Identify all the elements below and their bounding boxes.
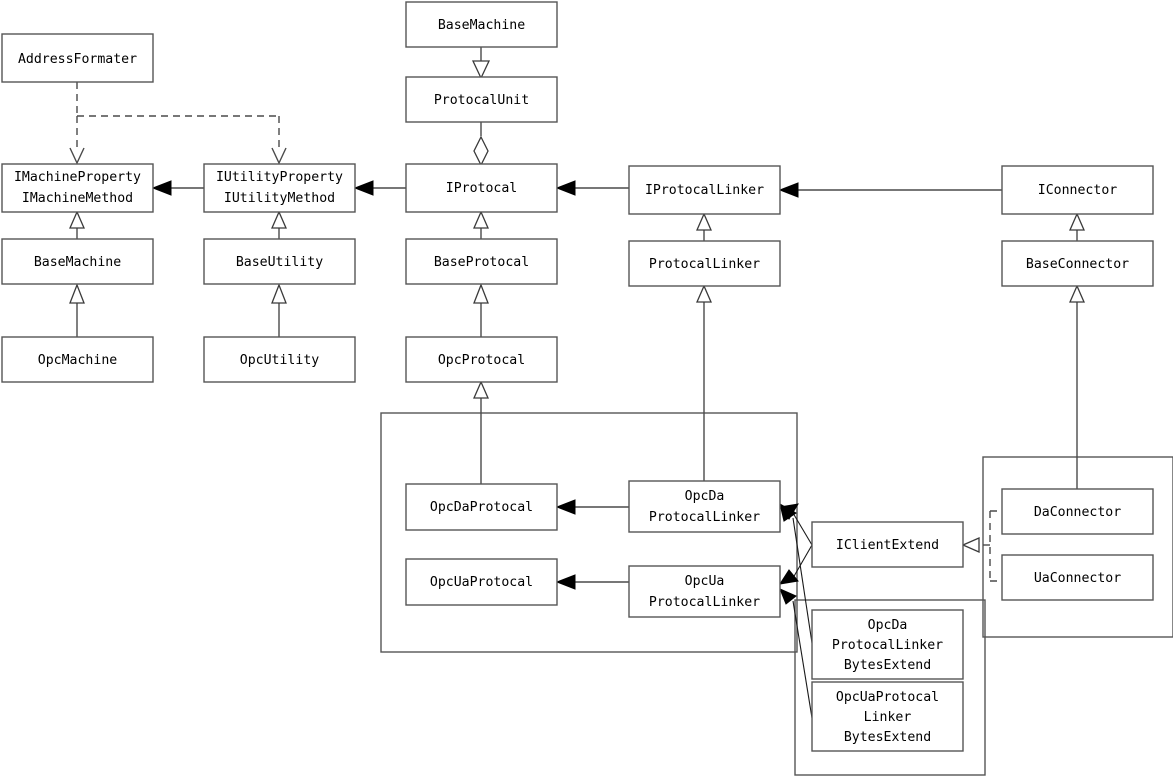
solid-arrow-opcuaprotocal-icon xyxy=(555,574,576,590)
edge-iclientextend-opcualinker xyxy=(792,544,813,579)
class-box-address-formater[interactable] xyxy=(1,33,154,83)
container-connector-group xyxy=(982,456,1173,638)
class-box-protocal-unit[interactable] xyxy=(405,76,558,123)
label-opc-protocal: OpcProtocal xyxy=(438,353,525,368)
class-box-opc-utility[interactable] xyxy=(203,336,356,383)
label-iutility-property-line2: IUtilityMethod xyxy=(224,191,335,206)
hollow-triangle-down-icon xyxy=(471,60,491,80)
label-opc-da-protocal-linker-line2: ProtocalLinker xyxy=(649,510,760,525)
container-extend-group xyxy=(794,599,986,776)
class-box-iconnector[interactable] xyxy=(1001,165,1154,215)
label-opc-da-bytes-extend-line2: ProtocalLinker xyxy=(832,638,943,653)
solid-arrow-opcdaprotocal-icon xyxy=(555,499,576,515)
label-ua-connector: UaConnector xyxy=(1034,571,1121,586)
class-box-iprotocal[interactable] xyxy=(405,163,558,213)
hollow-triangle-up-iprotocal-icon xyxy=(473,210,489,229)
class-box-opc-ua-protocal-linker[interactable] xyxy=(628,565,781,618)
edge-addressformater-dependency xyxy=(76,82,280,148)
label-base-protocal: BaseProtocal xyxy=(434,255,529,270)
class-box-opc-da-protocal[interactable] xyxy=(405,483,558,531)
label-base-utility: BaseUtility xyxy=(236,255,323,270)
hollow-triangle-up-baseprotocal-icon xyxy=(473,283,489,304)
label-address-formater: AddressFormater xyxy=(18,52,137,67)
class-box-opc-da-bytes-extend[interactable] xyxy=(811,609,964,680)
label-protocal-linker: ProtocalLinker xyxy=(649,257,760,272)
label-opc-ua-bytes-extend-line2: Linker xyxy=(864,710,912,725)
solid-arrow-opcdalinker-from-bytes-icon xyxy=(779,503,797,522)
label-opc-ua-bytes-extend-line3: BytesExtend xyxy=(844,730,931,745)
edge-opcdabytes-opcdalinker xyxy=(792,517,813,644)
class-box-base-machine[interactable] xyxy=(1,238,154,285)
open-arrow-imachine-icon xyxy=(69,147,85,165)
label-iclient-extend: IClientExtend xyxy=(836,538,939,553)
label-base-connector: BaseConnector xyxy=(1026,257,1129,272)
solid-arrow-iprotocal-icon xyxy=(555,180,576,196)
hollow-triangle-up-baseutility-icon xyxy=(271,283,287,304)
class-box-iutility-property[interactable] xyxy=(203,163,356,213)
class-box-base-utility[interactable] xyxy=(203,238,356,285)
hollow-triangle-up-baseconnector-icon xyxy=(1069,284,1085,303)
class-box-da-connector[interactable] xyxy=(1001,488,1154,535)
label-base-machine-top: BaseMachine xyxy=(438,18,525,33)
class-box-protocal-linker[interactable] xyxy=(628,240,781,287)
label-opc-ua-protocal-linker-line1: OpcUa xyxy=(685,574,725,589)
label-opc-da-bytes-extend-line1: OpcDa xyxy=(868,618,908,633)
class-box-ua-connector[interactable] xyxy=(1001,554,1154,601)
label-base-machine: BaseMachine xyxy=(34,255,121,270)
container-protocal-group xyxy=(380,412,798,653)
class-box-iprotocal-linker[interactable] xyxy=(628,165,781,215)
label-da-connector: DaConnector xyxy=(1034,505,1121,520)
edge-opcuabytes-opcualinker xyxy=(792,600,813,719)
label-iutility-property-line1: IUtilityProperty xyxy=(216,170,343,185)
class-box-imachine-property[interactable] xyxy=(1,163,154,213)
label-opc-machine: OpcMachine xyxy=(38,353,117,368)
hollow-triangle-up-iutility-icon xyxy=(271,210,287,229)
hollow-diamond-icon xyxy=(473,135,489,167)
class-box-opc-ua-bytes-extend[interactable] xyxy=(811,681,964,752)
open-arrow-iutility-icon xyxy=(271,147,287,165)
hollow-triangle-up-iprotocallinker-icon xyxy=(696,212,712,231)
solid-arrow-opcualinker-from-bytes-icon xyxy=(779,588,797,605)
label-iconnector: IConnector xyxy=(1038,183,1117,198)
edge-iclientextend-opcdalinker xyxy=(792,512,813,546)
class-box-opc-da-protocal-linker[interactable] xyxy=(628,480,781,533)
label-imachine-property-line2: IMachineMethod xyxy=(22,191,133,206)
edge-connectors-iclientextend-dashed xyxy=(989,510,1002,582)
class-box-base-protocal[interactable] xyxy=(405,238,558,285)
label-opc-ua-protocal: OpcUaProtocal xyxy=(430,575,533,590)
class-box-base-machine-top[interactable] xyxy=(405,1,558,48)
label-opc-da-bytes-extend-line3: BytesExtend xyxy=(844,658,931,673)
label-opc-utility: OpcUtility xyxy=(240,353,319,368)
hollow-triangle-up-imachine-icon xyxy=(69,210,85,229)
label-opc-da-protocal-linker-line1: OpcDa xyxy=(685,489,725,504)
hollow-triangle-left-iclientextend-icon xyxy=(961,537,980,553)
class-box-opc-ua-protocal[interactable] xyxy=(405,558,558,606)
solid-arrow-opcualinker-from-iclient-icon xyxy=(778,569,799,585)
label-opc-ua-bytes-extend-line1: OpcUaProtocal xyxy=(836,690,939,705)
label-opc-ua-protocal-linker-line2: ProtocalLinker xyxy=(649,595,760,610)
hollow-triangle-up-opcprotocal-icon xyxy=(473,380,489,399)
class-box-opc-protocal[interactable] xyxy=(405,336,558,383)
label-imachine-property-line1: IMachineProperty xyxy=(14,170,141,185)
class-box-opc-machine[interactable] xyxy=(1,336,154,383)
label-iprotocal: IProtocal xyxy=(446,181,517,196)
hollow-triangle-up-iconnector-icon xyxy=(1069,212,1085,231)
solid-arrow-imachine-icon xyxy=(151,180,172,196)
solid-arrow-iprotocallinker-icon xyxy=(778,182,799,198)
label-protocal-unit: ProtocalUnit xyxy=(434,93,529,108)
label-iprotocal-linker: IProtocalLinker xyxy=(645,183,764,198)
hollow-triangle-up-basemachine-icon xyxy=(69,283,85,304)
hollow-triangle-up-protocallinker-icon xyxy=(696,284,712,303)
class-box-iclient-extend[interactable] xyxy=(811,521,964,568)
label-opc-da-protocal: OpcDaProtocal xyxy=(430,500,533,515)
solid-arrow-iutility-icon xyxy=(353,180,374,196)
class-box-base-connector[interactable] xyxy=(1001,240,1154,287)
